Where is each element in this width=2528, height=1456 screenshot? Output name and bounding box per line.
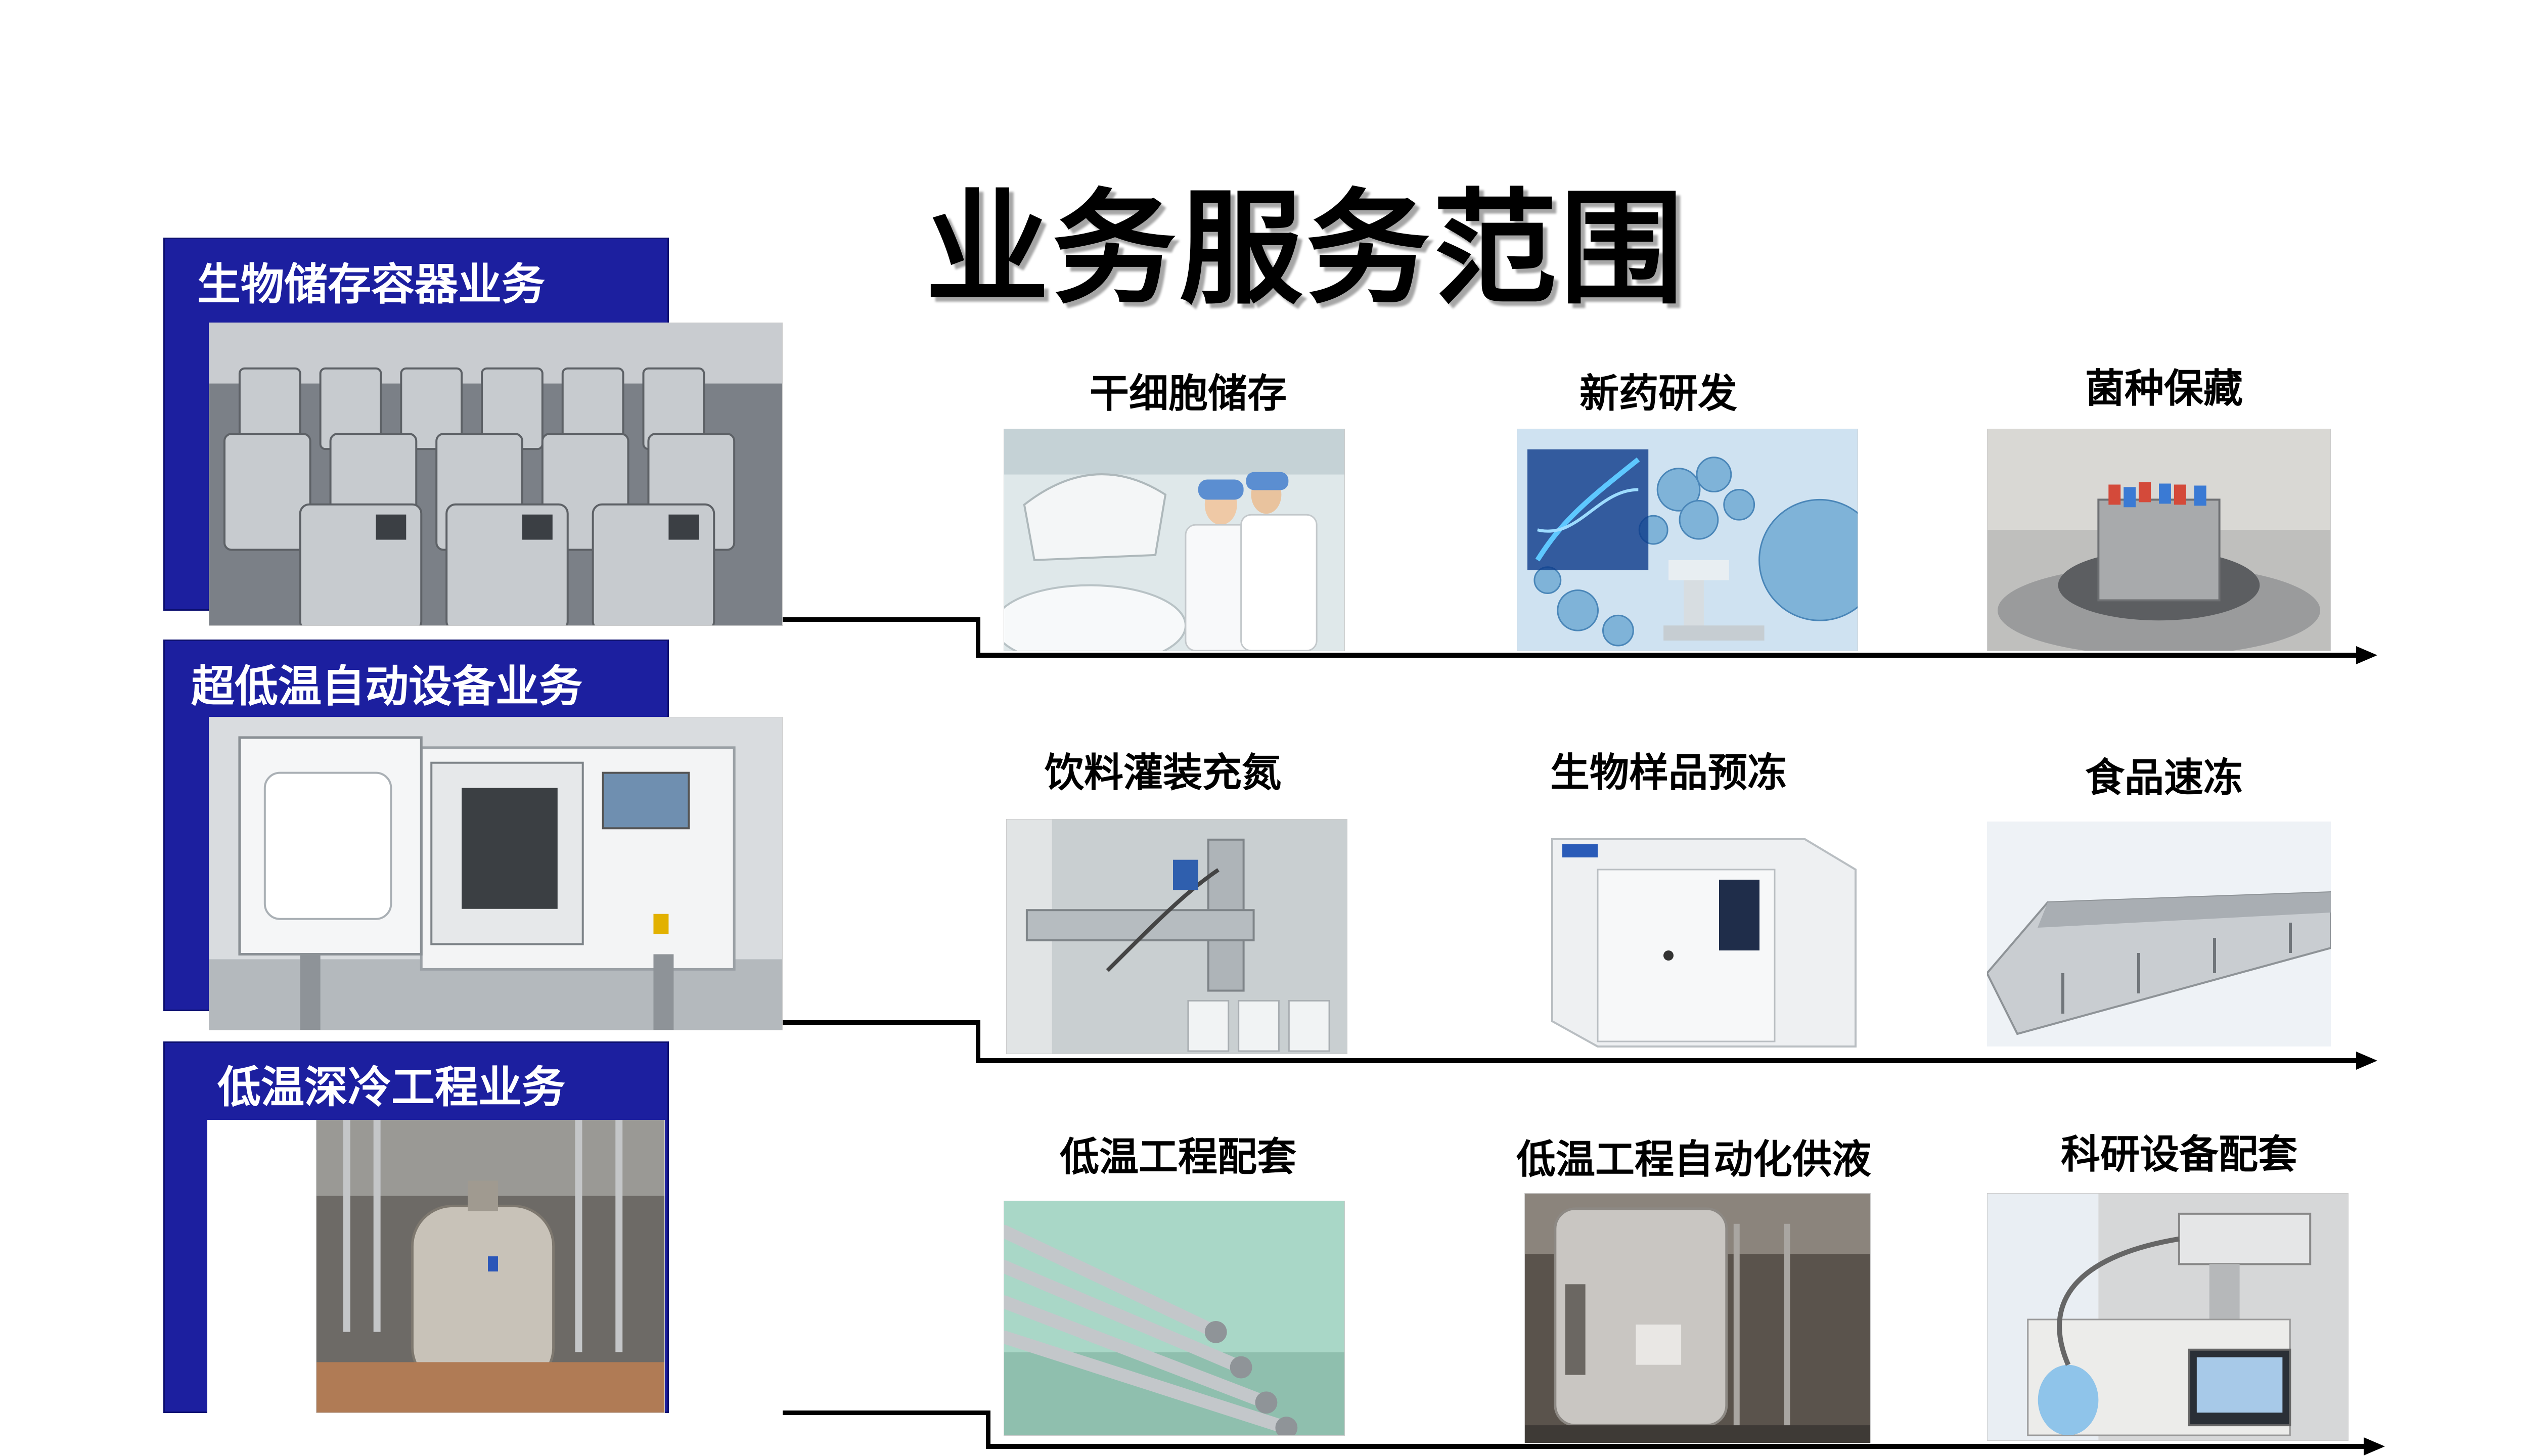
category-label-engineering: 低温深冷工程业务 [217, 1062, 565, 1113]
service-label-beverage-nitrogen: 饮料灌装充氮 [1044, 750, 1281, 796]
timeline-line [986, 1444, 2369, 1449]
sample-rack-photo [1987, 429, 2331, 651]
service-label-drug-rd: 新药研发 [1579, 371, 1737, 417]
category-label-automation: 超低温自动设备业务 [191, 661, 582, 712]
arrow-head-icon [2356, 646, 2377, 664]
timeline-line [976, 1058, 2361, 1063]
arrow-head-icon [2364, 1437, 2385, 1455]
connector-line [986, 1410, 990, 1448]
molecule-microscope-photo [1517, 429, 1858, 651]
service-label-research-equipment: 科研设备配套 [2060, 1132, 2297, 1177]
connector-line [783, 1020, 980, 1025]
connector-line [783, 617, 980, 622]
service-label-sample-prefreeze: 生物样品预冻 [1550, 750, 1787, 796]
connector-line [976, 1020, 980, 1063]
lab-scientists-photo [1004, 429, 1345, 651]
service-label-stem-cell: 干细胞储存 [1089, 371, 1287, 417]
category-header-bg [207, 239, 667, 323]
timeline-line [976, 653, 2361, 658]
service-label-quick-freeze: 食品速冻 [2085, 755, 2243, 801]
cryogenic-dewar-photo [316, 1120, 665, 1413]
panel-cutout [207, 1120, 316, 1423]
category-label-storage: 生物储存容器业务 [197, 259, 545, 310]
tunnel-freezer-photo [1987, 822, 2331, 1046]
service-label-strain-preservation: 菌种保藏 [2085, 366, 2243, 412]
vacuum-pipes-photo [1004, 1201, 1345, 1436]
page-title: 业务服务范围 [925, 177, 1687, 321]
storage-tanks-photo [209, 323, 783, 626]
prefreezer-photo [1532, 819, 1861, 1054]
nitrogen-dosing-photo [1006, 819, 1347, 1054]
research-equipment-photo [1987, 1193, 2349, 1441]
service-label-auto-liquid-supply: 低温工程自动化供液 [1516, 1137, 1871, 1182]
service-label-cryo-engineering: 低温工程配套 [1059, 1134, 1296, 1180]
connector-line [976, 617, 980, 657]
connector-line [783, 1410, 990, 1415]
freezer-cabinet-photo [209, 717, 783, 1030]
arrow-head-icon [2356, 1052, 2377, 1070]
supply-tank-photo [1524, 1193, 1871, 1443]
